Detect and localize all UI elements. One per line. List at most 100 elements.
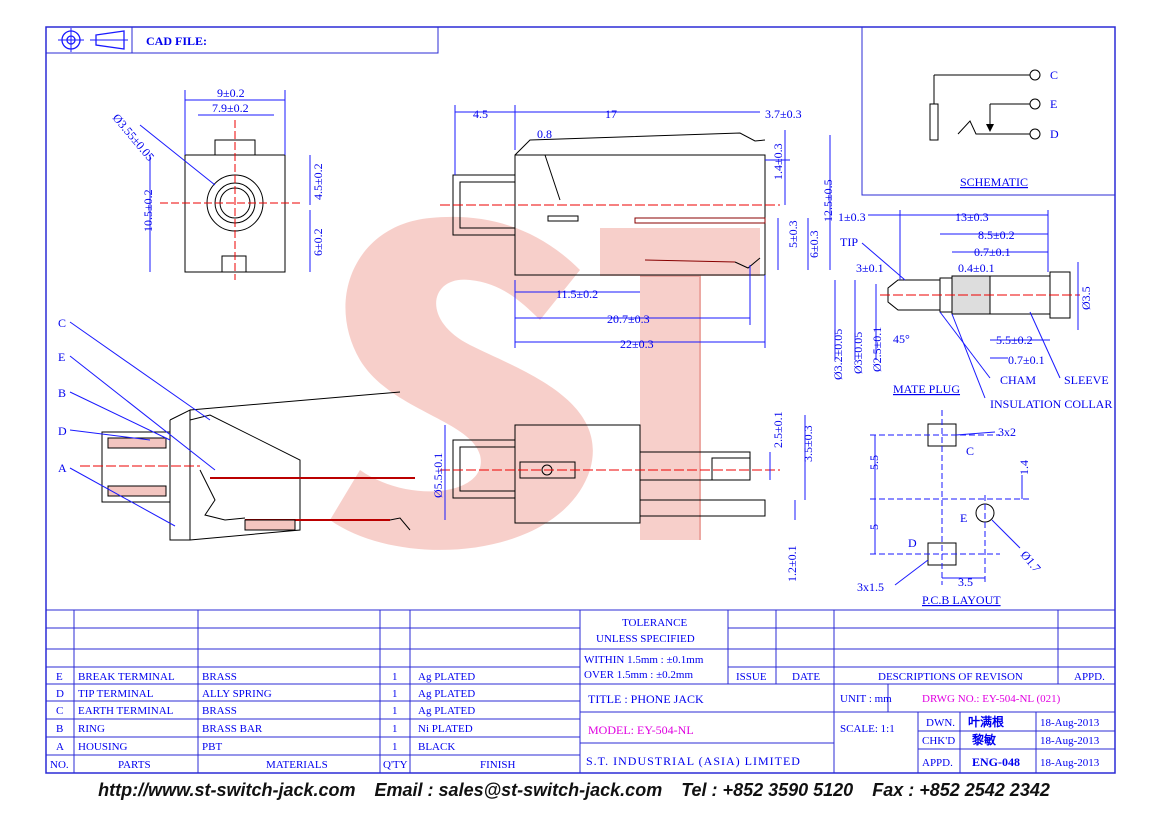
dim-12-5: 12.5±0.5 <box>821 179 835 222</box>
bom-no: C <box>56 705 63 717</box>
dim-upper: 4.5±0.2 <box>311 163 325 200</box>
bom-material: PBT <box>202 741 222 753</box>
pcb-pin-c: C <box>966 444 974 458</box>
title-block <box>580 684 1115 773</box>
front-view-dims: 9±0.2 7.9±0.2 Ø3.55±0.05 10.5±0.2 4.5±0.… <box>110 86 325 256</box>
pcb-dim-3-5: 3.5 <box>958 575 973 589</box>
section-label-e: E <box>58 350 65 364</box>
plug-title: MATE PLUG <box>893 382 960 396</box>
dim-6: 6±0.3 <box>807 230 821 258</box>
dim-2-5: 2.5±0.1 <box>771 411 785 448</box>
pcb-pin-d: D <box>908 536 917 550</box>
tolerance-block <box>580 610 1115 773</box>
dim-13: 13±0.3 <box>955 210 989 224</box>
dim-height: 10.5±0.2 <box>141 189 155 232</box>
rev-issue: ISSUE <box>736 671 767 683</box>
bom-qty: 1 <box>392 723 398 735</box>
dim-3-5: 3.5±0.3 <box>801 425 815 462</box>
chkd-name: 黎敏 <box>972 732 997 747</box>
dim-d3: Ø3±0.05 <box>851 332 865 374</box>
front-view <box>139 90 311 280</box>
appd-label: APPD. <box>922 757 953 769</box>
bom-finish: Ag PLATED <box>418 671 475 683</box>
pcb-pin-e: E <box>960 511 967 525</box>
bom-part: BREAK TERMINAL <box>78 671 175 683</box>
dim-20-7: 20.7±0.3 <box>607 312 650 326</box>
pcb-dim-3x1-5: 3x1.5 <box>857 580 884 594</box>
dim-1: 1±0.3 <box>838 210 866 224</box>
cad-header: CAD FILE: <box>45 26 439 54</box>
pcb-dim-1-4: 1.4 <box>1017 460 1031 475</box>
rev-desc: DESCRIPTIONS OF REVISON <box>878 671 1023 683</box>
appd-date: 18-Aug-2013 <box>1040 757 1100 769</box>
bom-header-material: MATERIALS <box>266 759 328 771</box>
bom-material: BRASS <box>202 671 237 683</box>
tolerance-over: OVER 1.5mm : ±0.2mm <box>584 669 693 681</box>
bottom-view-dims: Ø5.5±0.1 2.5±0.1 3.5±0.3 1.2±0.1 <box>431 411 815 582</box>
company-name: S.T. INDUSTRIAL (ASIA) LIMITED <box>586 754 801 768</box>
rev-date: DATE <box>792 671 820 683</box>
pcb-title: P.C.B LAYOUT <box>922 593 1001 607</box>
mate-plug <box>834 210 1080 399</box>
dim-4-5: 4.5 <box>473 107 488 121</box>
dim-0-4: 0.4±0.1 <box>958 261 995 275</box>
dim-3-7: 3.7±0.3 <box>765 107 802 121</box>
fax-text: Fax : +852 2542 2342 <box>872 780 1050 800</box>
schematic-pin-d: D <box>1050 127 1059 141</box>
dwn-name: 叶满根 <box>968 714 1004 729</box>
drawing-number: DRWG NO.: EY-504-NL (021) <box>922 693 1061 705</box>
dim-d3-5: Ø3.5 <box>1079 286 1093 310</box>
projection-symbol-icon <box>58 28 128 52</box>
tel-text: Tel : +852 3590 5120 <box>681 780 854 800</box>
bom-header-part: PARTS <box>118 759 151 771</box>
schematic-box: C E D SCHEMATIC <box>861 26 1116 196</box>
bom-finish: Ag PLATED <box>418 688 475 700</box>
bom-header-qty: Q'TY <box>383 759 408 771</box>
tolerance-within: WITHIN 1.5mm : ±0.1mm <box>584 654 704 666</box>
dim-bore: Ø3.55±0.05 <box>110 111 158 164</box>
bom-no: A <box>56 741 64 753</box>
dim-inner-width: 7.9±0.2 <box>212 101 249 115</box>
bom-no: E <box>56 671 63 683</box>
rev-appd: APPD. <box>1074 671 1105 683</box>
website-link[interactable]: http://www.st-switch-jack.com <box>98 780 356 800</box>
dim-3: 3±0.1 <box>856 261 884 275</box>
bom-qty: 1 <box>392 688 398 700</box>
section-label-d: D <box>58 424 67 438</box>
drawing-title: TITLE : PHONE JACK <box>588 692 704 706</box>
tolerance-subtitle: UNLESS SPECIFIED <box>596 633 695 645</box>
bom-qty: 1 <box>392 705 398 717</box>
dim-0-8: 0.8 <box>537 127 552 141</box>
bom-rows: E BREAK TERMINAL BRASS 1 Ag PLATED D TIP… <box>50 671 516 771</box>
dim-11-5: 11.5±0.2 <box>556 287 598 301</box>
bom-part: RING <box>78 723 105 735</box>
plug-collar-label: INSULATION COLLAR <box>990 397 1112 411</box>
pcb-dim-3x2: 3x2 <box>998 425 1016 439</box>
bom-material: ALLY SPRING <box>202 688 272 700</box>
bom-no: B <box>56 723 63 735</box>
schematic-pin-c: C <box>1050 68 1058 82</box>
dim-1-2: 1.2±0.1 <box>785 545 799 582</box>
section-label-a: A <box>58 461 67 475</box>
email-text[interactable]: Email : sales@st-switch-jack.com <box>374 780 663 800</box>
title-block-text: TITLE : PHONE JACK MODEL: EY-504-NL S.T.… <box>586 692 1100 769</box>
plug-cham-label: CHAM <box>1000 373 1036 387</box>
scale-label: SCALE: 1:1 <box>840 723 895 735</box>
bom-qty: 1 <box>392 741 398 753</box>
dim-d5-5: Ø5.5±0.1 <box>431 453 445 498</box>
dim-width: 9±0.2 <box>217 86 245 100</box>
dim-d3-2: Ø3.2±0.05 <box>831 329 845 380</box>
model-name: MODEL: EY-504-NL <box>588 723 694 737</box>
mate-plug-labels: TIP CHAM SLEEVE INSULATION COLLAR MATE P… <box>831 210 1112 411</box>
bom-part: TIP TERMINAL <box>78 688 154 700</box>
bottom-view <box>440 415 806 524</box>
schematic-title: SCHEMATIC <box>960 175 1028 189</box>
bom-material: BRASS <box>202 705 237 717</box>
chkd-date: 18-Aug-2013 <box>1040 735 1100 747</box>
bom-finish: Ni PLATED <box>418 723 473 735</box>
tolerance-text: TOLERANCE UNLESS SPECIFIED WITHIN 1.5mm … <box>584 617 1105 683</box>
bom-qty: 1 <box>392 671 398 683</box>
plug-tip-label: TIP <box>840 235 858 249</box>
plug-sleeve-label: SLEEVE <box>1064 373 1109 387</box>
bom-header-no: NO. <box>50 759 69 771</box>
